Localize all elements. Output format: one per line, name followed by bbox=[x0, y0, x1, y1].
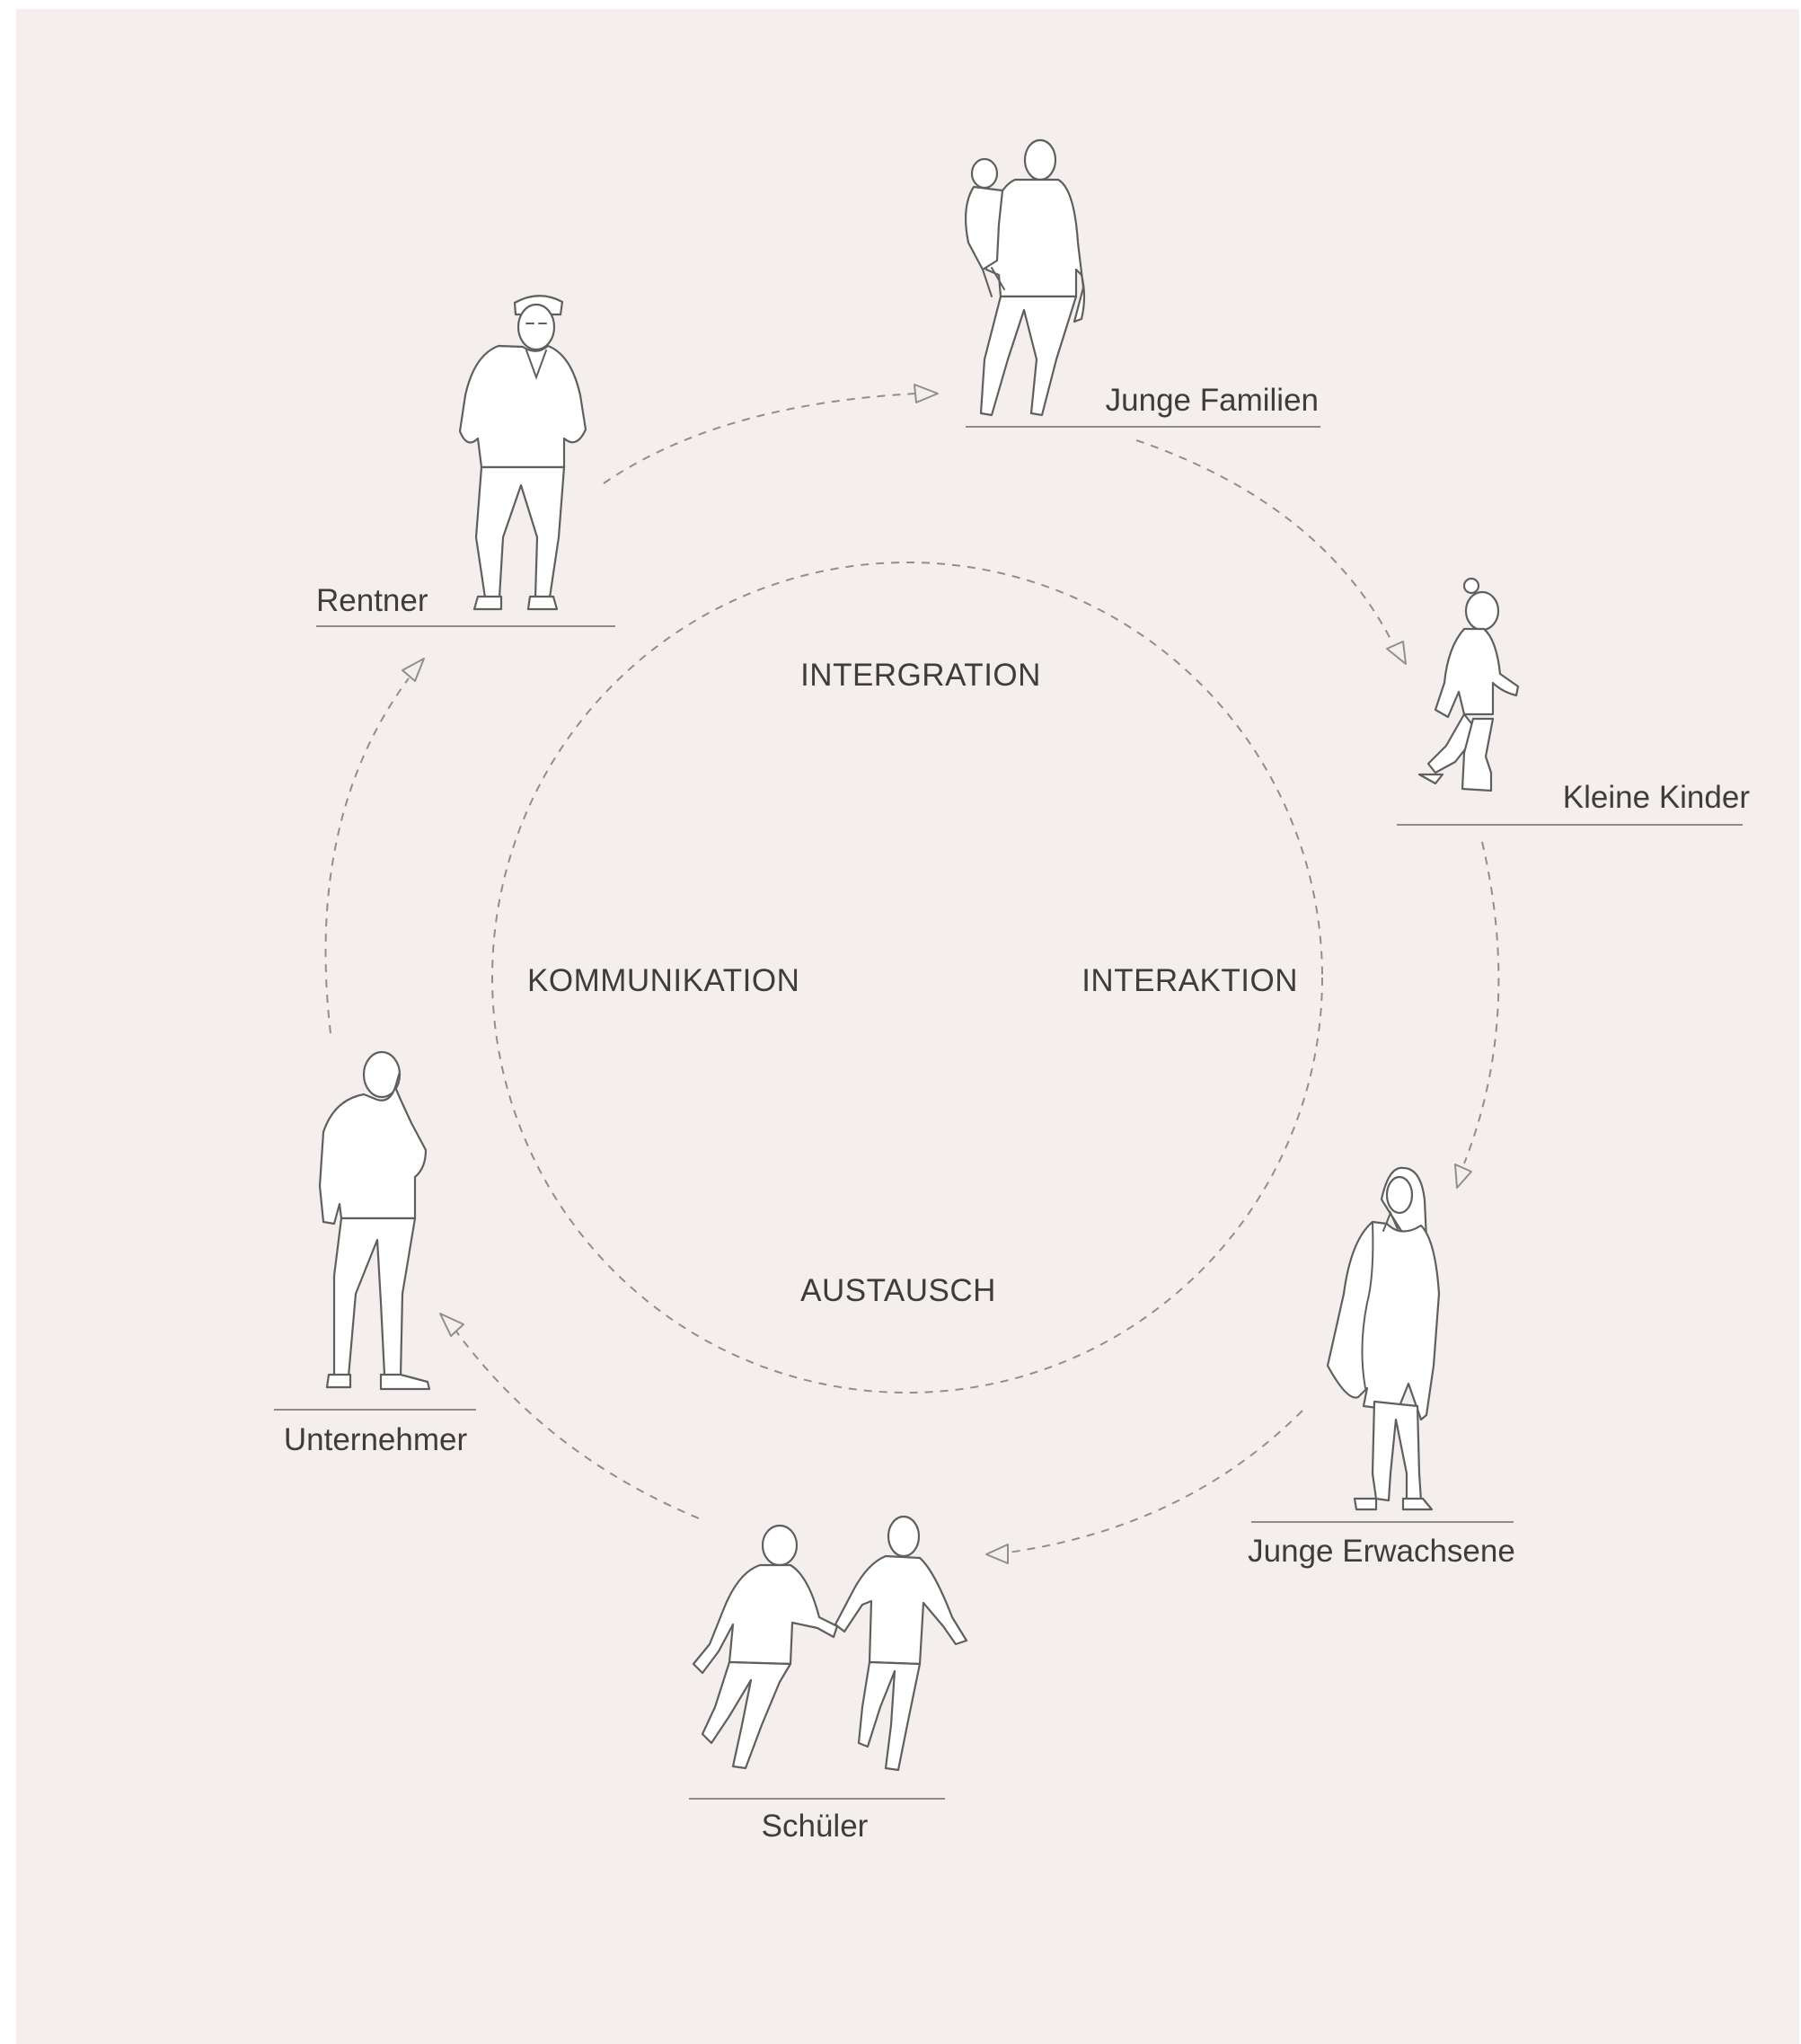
junge-erwachsene-label: Junge Erwachsene bbox=[1248, 1534, 1515, 1569]
center-circle bbox=[491, 562, 1323, 1394]
center-label-left: KOMMUNIKATION bbox=[527, 963, 799, 998]
arrow-kinder-to-erwachsene bbox=[1454, 841, 1500, 1189]
center-label-bottom: AUSTAUSCH bbox=[800, 1273, 996, 1308]
junge-familien-label: Junge Familien bbox=[1106, 383, 1319, 418]
arrow-familien-to-kinder bbox=[1135, 439, 1407, 665]
center-label-right: INTERAKTION bbox=[1081, 963, 1298, 998]
arrow-unternehmer-to-rentner bbox=[324, 658, 425, 1034]
junge-familien-figure bbox=[965, 138, 1086, 417]
arrow-rentner-to-familien bbox=[603, 384, 939, 484]
arrow-schueler-to-unternehmer bbox=[439, 1313, 700, 1519]
rentner-label: Rentner bbox=[316, 583, 428, 618]
unternehmer-figure bbox=[318, 1050, 431, 1391]
unternehmer-label: Unternehmer bbox=[284, 1422, 468, 1457]
rentner-figure bbox=[458, 295, 587, 611]
arrow-erwachsene-to-schueler bbox=[985, 1410, 1303, 1564]
schueler-label: Schüler bbox=[762, 1809, 869, 1844]
schueler-figure bbox=[692, 1515, 968, 1772]
kleine-kinder-label: Kleine Kinder bbox=[1563, 780, 1751, 815]
kleine-kinder-figure bbox=[1417, 577, 1520, 792]
center-label-top: INTERGRATION bbox=[800, 658, 1041, 693]
junge-erwachsene-figure bbox=[1326, 1166, 1441, 1511]
